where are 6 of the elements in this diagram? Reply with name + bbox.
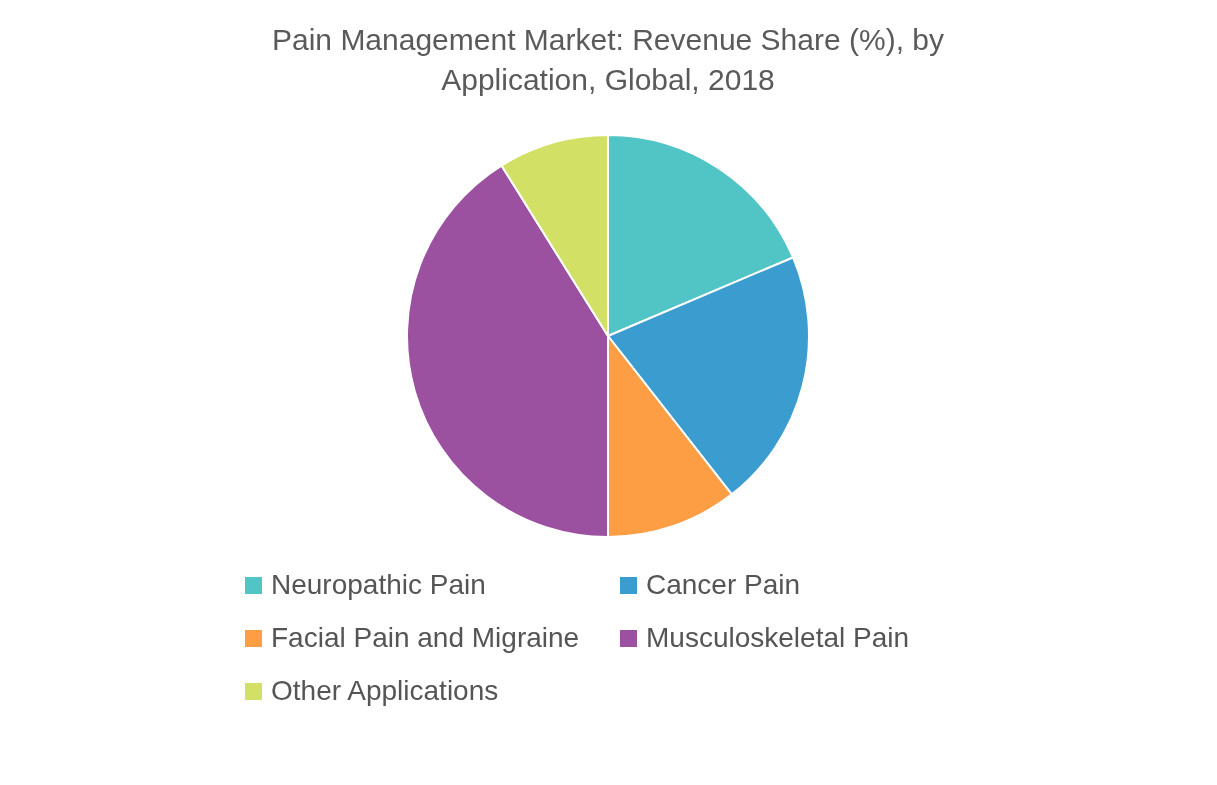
legend-label: Neuropathic Pain: [271, 569, 486, 601]
chart-title: Pain Management Market: Revenue Share (%), by Application, Global, 2018: [271, 22, 945, 98]
legend-label: Facial Pain and Migraine: [271, 622, 580, 654]
legend-label: Cancer Pain: [646, 569, 801, 601]
legend-label: Musculoskeletal Pain: [646, 622, 910, 654]
legend-label: Other Applications: [271, 675, 499, 707]
